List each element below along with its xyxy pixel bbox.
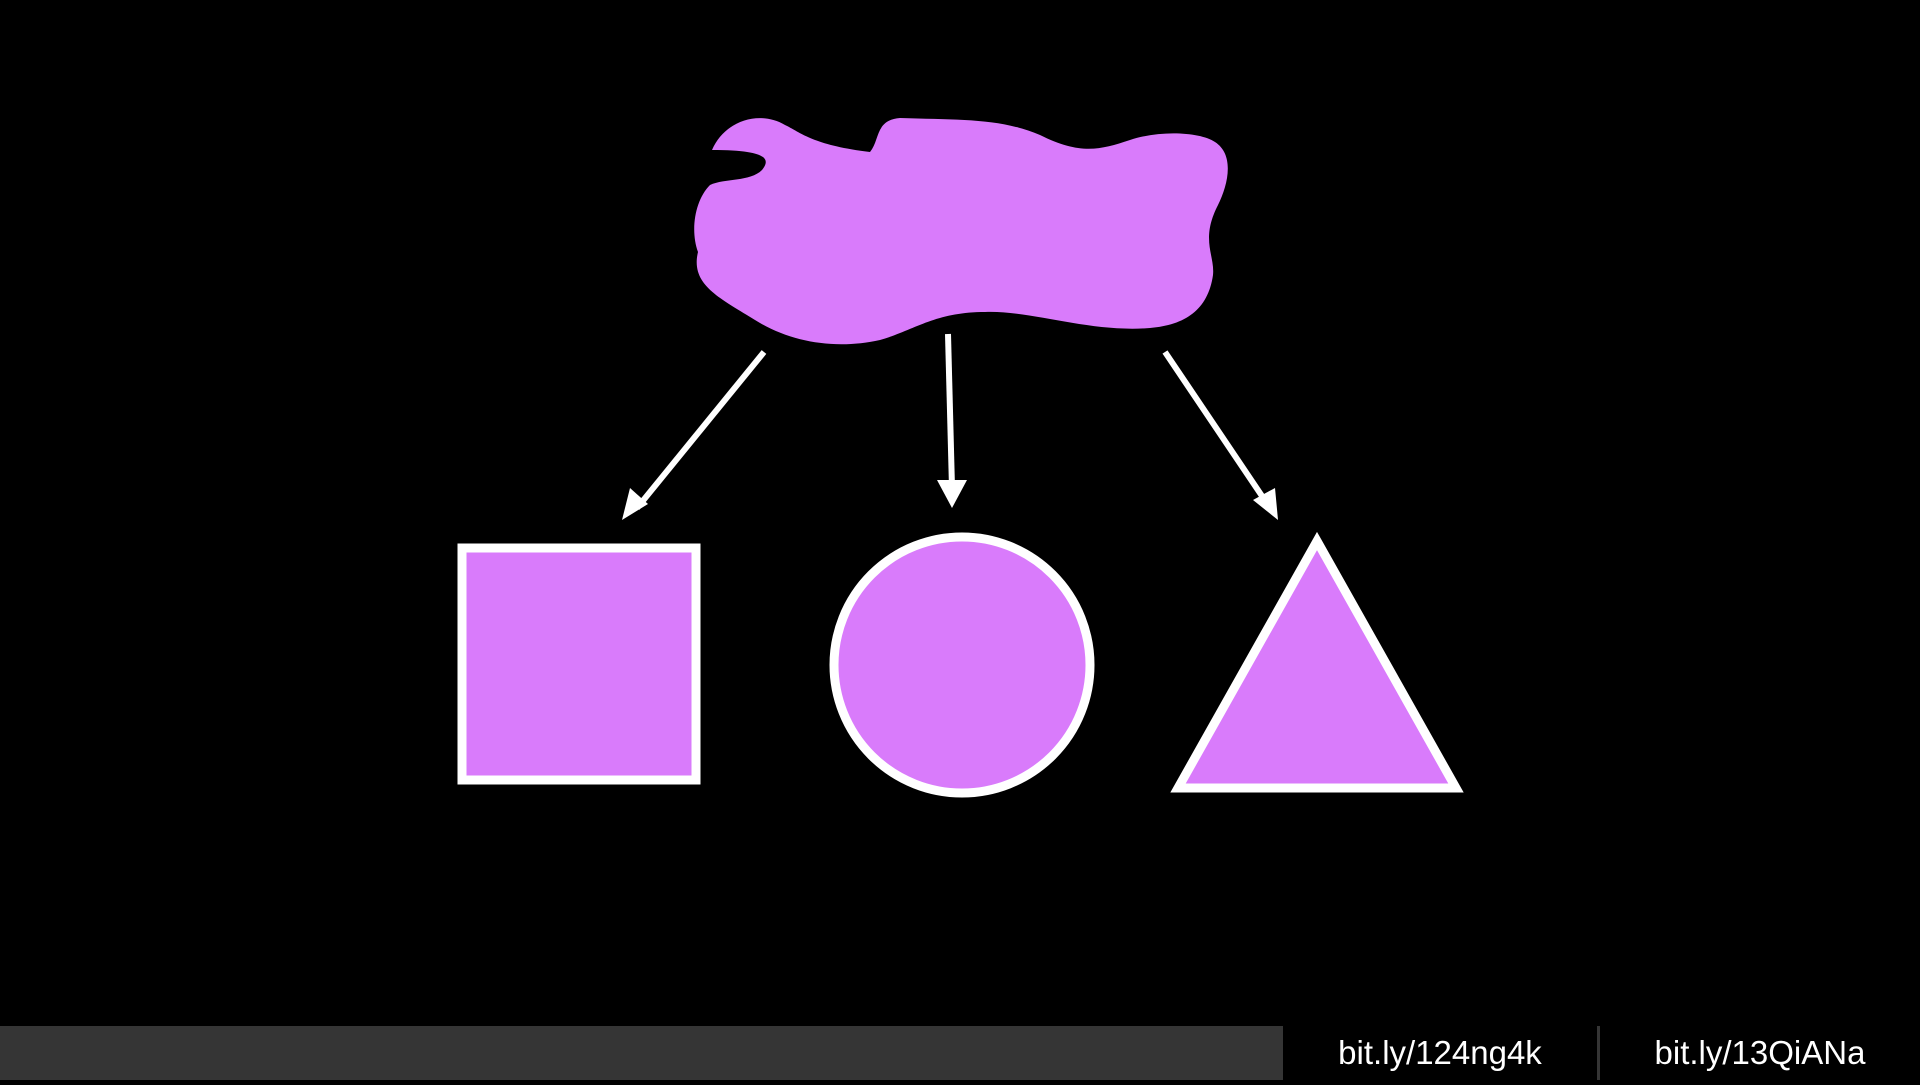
triangle-shape (1170, 531, 1464, 793)
square-shape (457, 543, 701, 785)
circle-shape (829, 532, 1095, 798)
arrow-to-triangle (1162, 350, 1278, 520)
cloud-blob (694, 118, 1228, 345)
arrow-to-square (622, 350, 767, 520)
bottom-link-bar: bit.ly/124ng4k bit.ly/13QiANa (0, 1026, 1920, 1080)
link-bitly-2[interactable]: bit.ly/13QiANa (1600, 1026, 1920, 1080)
arrow-to-circle (937, 333, 967, 508)
link-bitly-1[interactable]: bit.ly/124ng4k (1283, 1026, 1597, 1080)
